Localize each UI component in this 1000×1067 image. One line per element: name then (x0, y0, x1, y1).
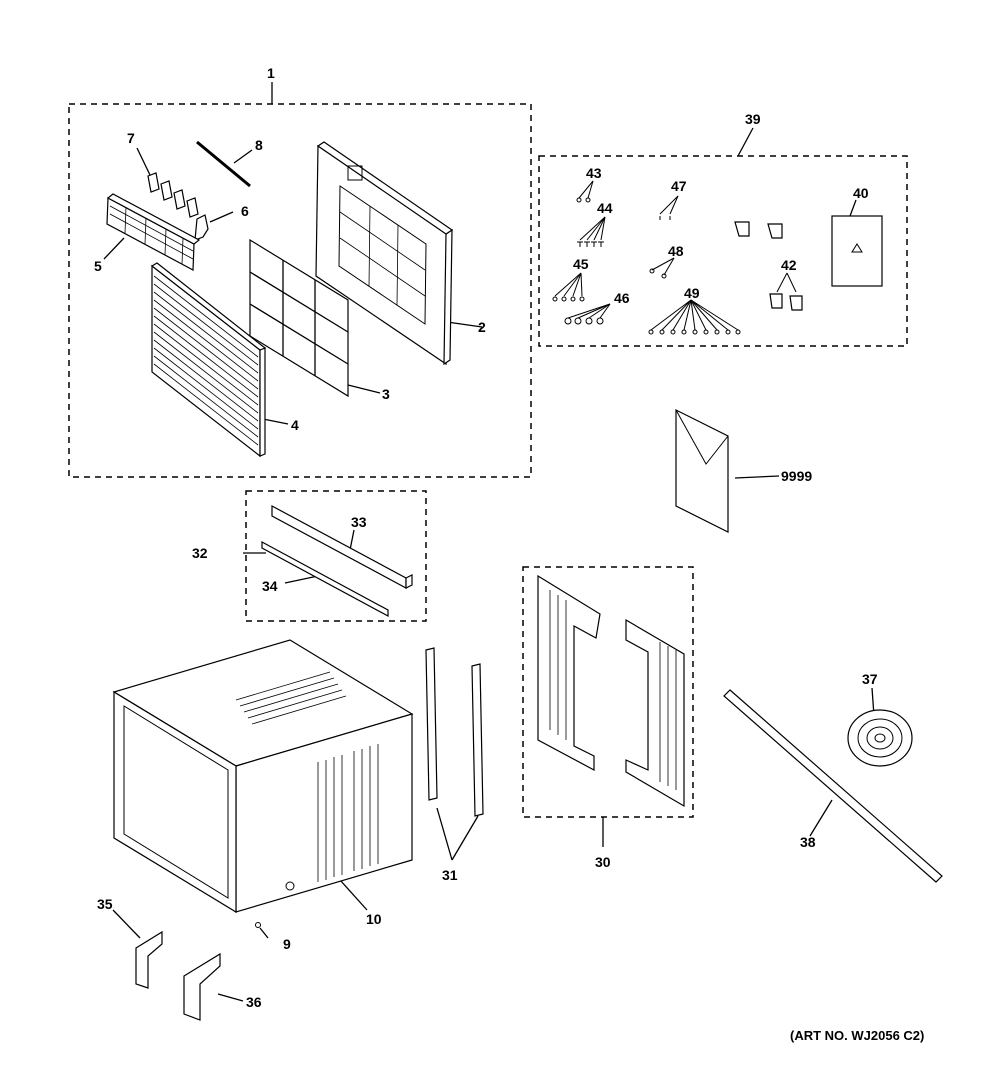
part-clip (194, 214, 209, 241)
callout-33: 33 (351, 514, 367, 530)
part-support-bracket-right (183, 952, 221, 1021)
art-number: (ART NO. WJ2056 C2) (790, 1028, 925, 1043)
part-side-curtains (537, 574, 685, 808)
callout-5: 5 (94, 258, 102, 274)
callout-7: 7 (127, 130, 135, 146)
group-box-39 (538, 155, 908, 347)
hardware-brackets (734, 221, 803, 311)
callout-40: 40 (853, 185, 869, 201)
callout-3: 3 (382, 386, 390, 402)
callout-1: 1 (267, 65, 275, 81)
part-front-grille (150, 262, 267, 458)
part-instruction-sheet (831, 215, 883, 287)
callout-49: 49 (684, 285, 700, 301)
callout-6: 6 (241, 203, 249, 219)
callout-34: 34 (262, 578, 278, 594)
part-front-frame (315, 141, 454, 366)
part-cabinet (112, 639, 414, 914)
callout-31: 31 (442, 867, 458, 883)
callout-8: 8 (255, 137, 263, 153)
callout-43: 43 (586, 165, 602, 181)
group-box-1 (68, 103, 532, 478)
part-top-rail (271, 504, 413, 590)
callout-45: 45 (573, 256, 589, 272)
callout-10: 10 (366, 911, 382, 927)
callout-48: 48 (668, 243, 684, 259)
part-louver-tabs (147, 172, 199, 218)
callout-4: 4 (291, 417, 299, 433)
callout-46: 46 (614, 290, 630, 306)
callout-2: 2 (478, 319, 486, 335)
part-vent-louver (106, 193, 201, 271)
callout-35: 35 (97, 896, 113, 912)
part-gasket-strip (723, 689, 943, 883)
hardware-small-parts (552, 197, 741, 335)
group-box-32 (245, 490, 427, 622)
callout-39: 39 (745, 111, 761, 127)
callout-9999: 9999 (781, 468, 813, 484)
group-box-30 (522, 566, 694, 818)
part-screw (255, 922, 261, 928)
callout-44: 44 (597, 200, 613, 216)
part-rod (196, 140, 251, 188)
callout-32: 32 (192, 545, 208, 561)
callout-37: 37 (862, 671, 878, 687)
part-side-curtain-strips (425, 647, 484, 817)
part-manual-envelope (675, 409, 729, 533)
callout-38: 38 (800, 834, 816, 850)
callout-47: 47 (671, 178, 687, 194)
part-foam-seal-roll (847, 709, 913, 767)
part-support-bracket-left (135, 930, 163, 989)
leader-lines (103, 82, 875, 1002)
part-air-filter (249, 238, 349, 398)
callout-36: 36 (246, 994, 262, 1010)
part-seal-strip (261, 540, 389, 618)
callout-9: 9 (283, 936, 291, 952)
callout-30: 30 (595, 854, 611, 870)
callout-42: 42 (781, 257, 797, 273)
